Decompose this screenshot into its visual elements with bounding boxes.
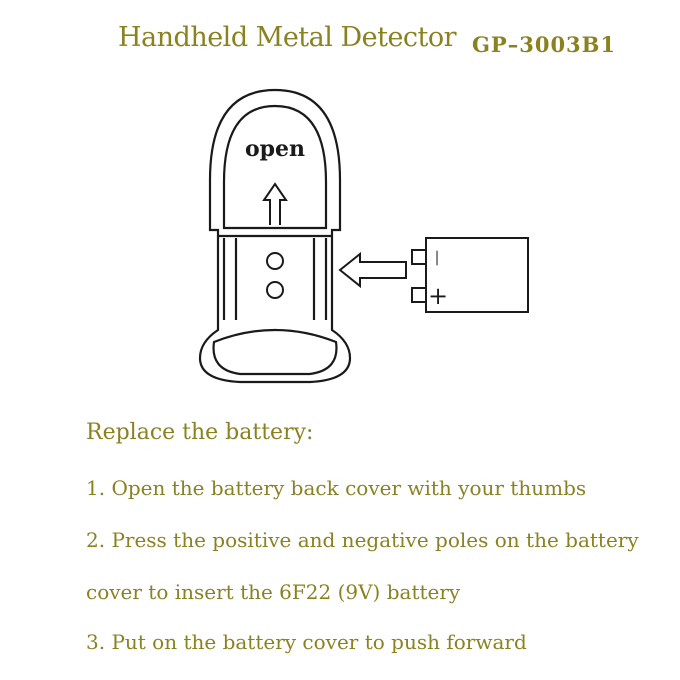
instructions-heading: Replace the battery:	[86, 420, 314, 445]
contact-bottom-icon	[266, 281, 284, 299]
detector-housing	[198, 88, 352, 384]
open-arrow-icon	[262, 182, 288, 225]
step-3-text: 3. Put on the battery cover to push forw…	[86, 630, 527, 654]
insert-arrow-icon	[338, 251, 407, 289]
model-number: GP–3003B1	[472, 32, 617, 57]
step-2-text-line-1: 2. Press the positive and negative poles…	[86, 528, 639, 552]
contact-top-icon	[266, 252, 284, 270]
battery-negative-label: —	[429, 250, 448, 266]
battery-icon	[411, 237, 529, 313]
page-title: Handheld Metal Detector	[118, 22, 457, 53]
contact-terminals	[266, 252, 284, 299]
open-label: open	[245, 136, 305, 162]
step-1-text: 1. Open the battery back cover with your…	[86, 476, 587, 500]
battery-positive-label: +	[428, 282, 448, 310]
battery-diagram: open — +	[198, 88, 529, 384]
step-2-text-line-2: cover to insert the 6F22 (9V) battery	[86, 580, 461, 604]
